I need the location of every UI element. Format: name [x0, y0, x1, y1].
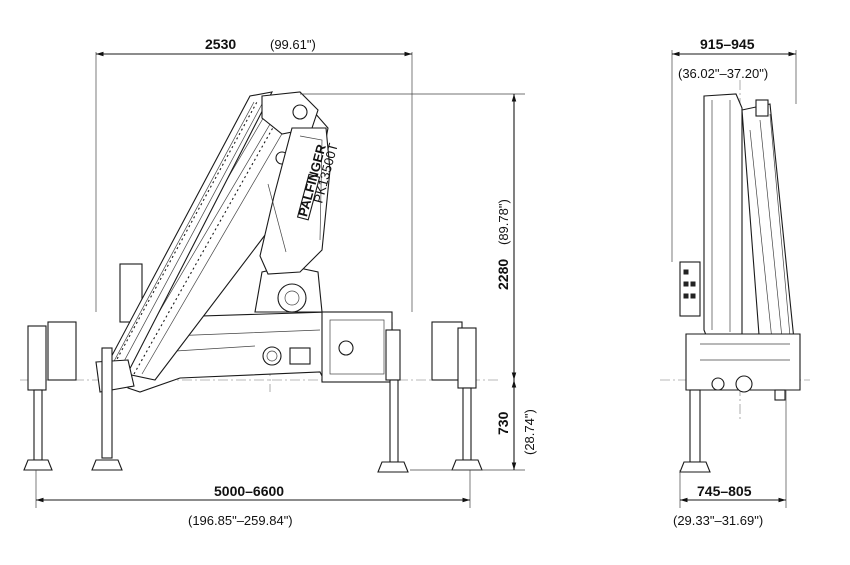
dim-reach-width-inches: (99.61") [270, 37, 316, 52]
crane-front-view [660, 80, 810, 473]
dim-side-width-top-value: 915–945 [700, 36, 755, 52]
dimension-lines-front [671, 50, 797, 508]
dimension-lines-side [35, 51, 525, 508]
dim-side-width-bottom-inches: (29.33"–31.69") [673, 513, 763, 528]
dim-side-width-top-inches: (36.02"–37.20") [678, 66, 768, 81]
dim-height-below-inches: (28.74") [522, 409, 537, 455]
dim-outrigger-span-inches: (196.85"–259.84") [188, 513, 293, 528]
dim-height-above-value: 2280 [495, 259, 511, 290]
dim-height-above-inches: (89.78") [496, 199, 511, 245]
dim-outrigger-span-value: 5000–6600 [214, 483, 284, 499]
crane-side-view: PALFINGER PK13500T [20, 91, 500, 473]
dim-height-below-value: 730 [495, 411, 511, 435]
dim-side-width-bottom-value: 745–805 [697, 483, 752, 499]
dim-reach-width-value: 2530 [205, 36, 236, 52]
